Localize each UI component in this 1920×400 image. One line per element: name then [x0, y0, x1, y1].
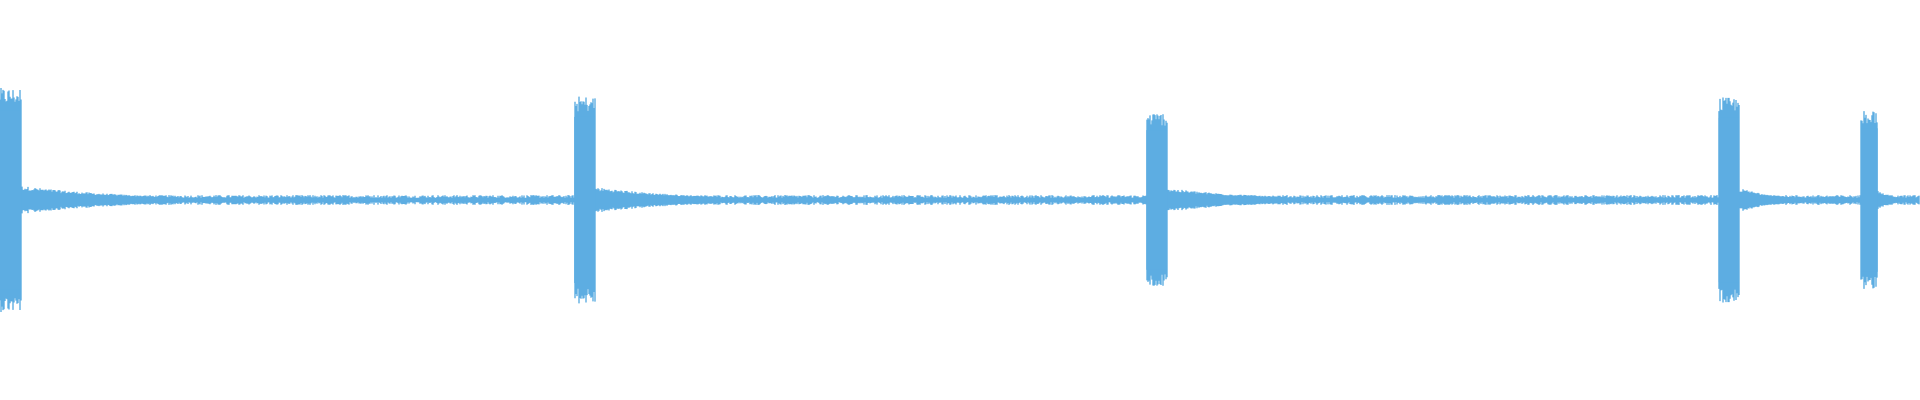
waveform-burst-3 — [1146, 130, 1168, 270]
waveform-burst-1 — [0, 110, 22, 290]
waveform-path — [0, 88, 1920, 312]
waveform-burst-5 — [1860, 128, 1878, 272]
waveform-burst-4 — [1718, 117, 1740, 283]
waveform-trace — [0, 88, 1920, 312]
waveform-burst-2 — [574, 116, 596, 284]
